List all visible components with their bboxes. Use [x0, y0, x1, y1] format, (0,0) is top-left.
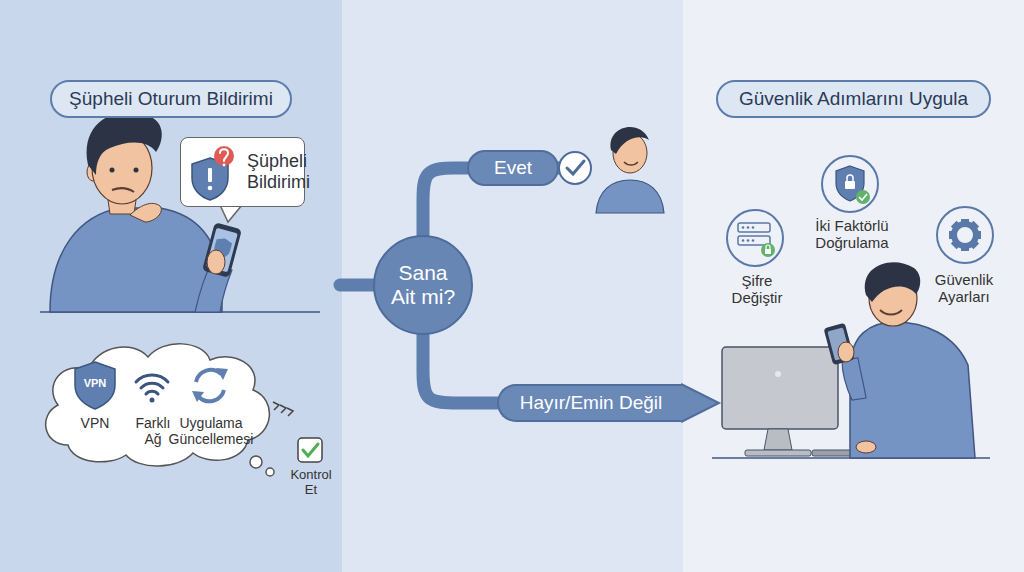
update-icon — [192, 368, 228, 402]
happy-person-small — [559, 127, 664, 213]
branch-connector — [423, 335, 497, 403]
thought-cloud: VPNFarklı AğUygulama Güncellemesi — [38, 335, 278, 470]
node-text: Hayır/Emin Değil — [520, 392, 663, 414]
answer-pill: Hayır/Emin Değil — [497, 384, 683, 422]
answer-pill: Evet — [467, 150, 559, 186]
decision-circle: Sana Ait mi? — [373, 235, 473, 335]
node-text: VPN — [70, 415, 120, 431]
thought-dots — [250, 456, 274, 476]
chevron-arrows — [273, 402, 293, 416]
cloud-outline — [38, 335, 278, 470]
header-pill: Şüpheli Oturum Bildirimi — [50, 80, 292, 118]
branch-connector — [423, 168, 467, 235]
icon-label: Şifre Değiştir — [722, 272, 792, 307]
vpn-shield-icon — [75, 362, 115, 409]
password-icon — [727, 210, 783, 266]
node-text: Sana Ait mi? — [388, 261, 458, 309]
gear-icon — [937, 207, 993, 263]
node-text: Şüpheli Bildirimi — [247, 151, 310, 192]
cloud-shape — [46, 344, 270, 466]
node-text: Evet — [494, 157, 532, 179]
check-box-icon — [298, 438, 322, 462]
worried-person — [40, 113, 320, 312]
node-text: Şüpheli Oturum Bildirimi — [69, 88, 273, 110]
alert-shield-icon — [192, 146, 234, 200]
node-text: Uygulama Güncellemesi — [161, 415, 261, 447]
wifi-icon — [136, 375, 168, 402]
icon-label: Kontrol Et — [286, 468, 336, 498]
icon-label: Güvenlik Ayarları — [927, 271, 1002, 306]
arrow-pill-tip — [681, 384, 719, 422]
header-pill: Güvenlik Adımlarını Uygula — [716, 80, 991, 118]
icon-text: VPN — [75, 377, 115, 390]
speech-bubble-tail — [220, 205, 242, 222]
icon-label: İki Faktörlü Doğrulama — [802, 217, 902, 252]
node-text: Güvenlik Adımlarını Uygula — [739, 88, 968, 110]
two-factor-icon — [822, 156, 878, 212]
speech-bubble: Şüpheli Bildirimi — [180, 137, 305, 207]
